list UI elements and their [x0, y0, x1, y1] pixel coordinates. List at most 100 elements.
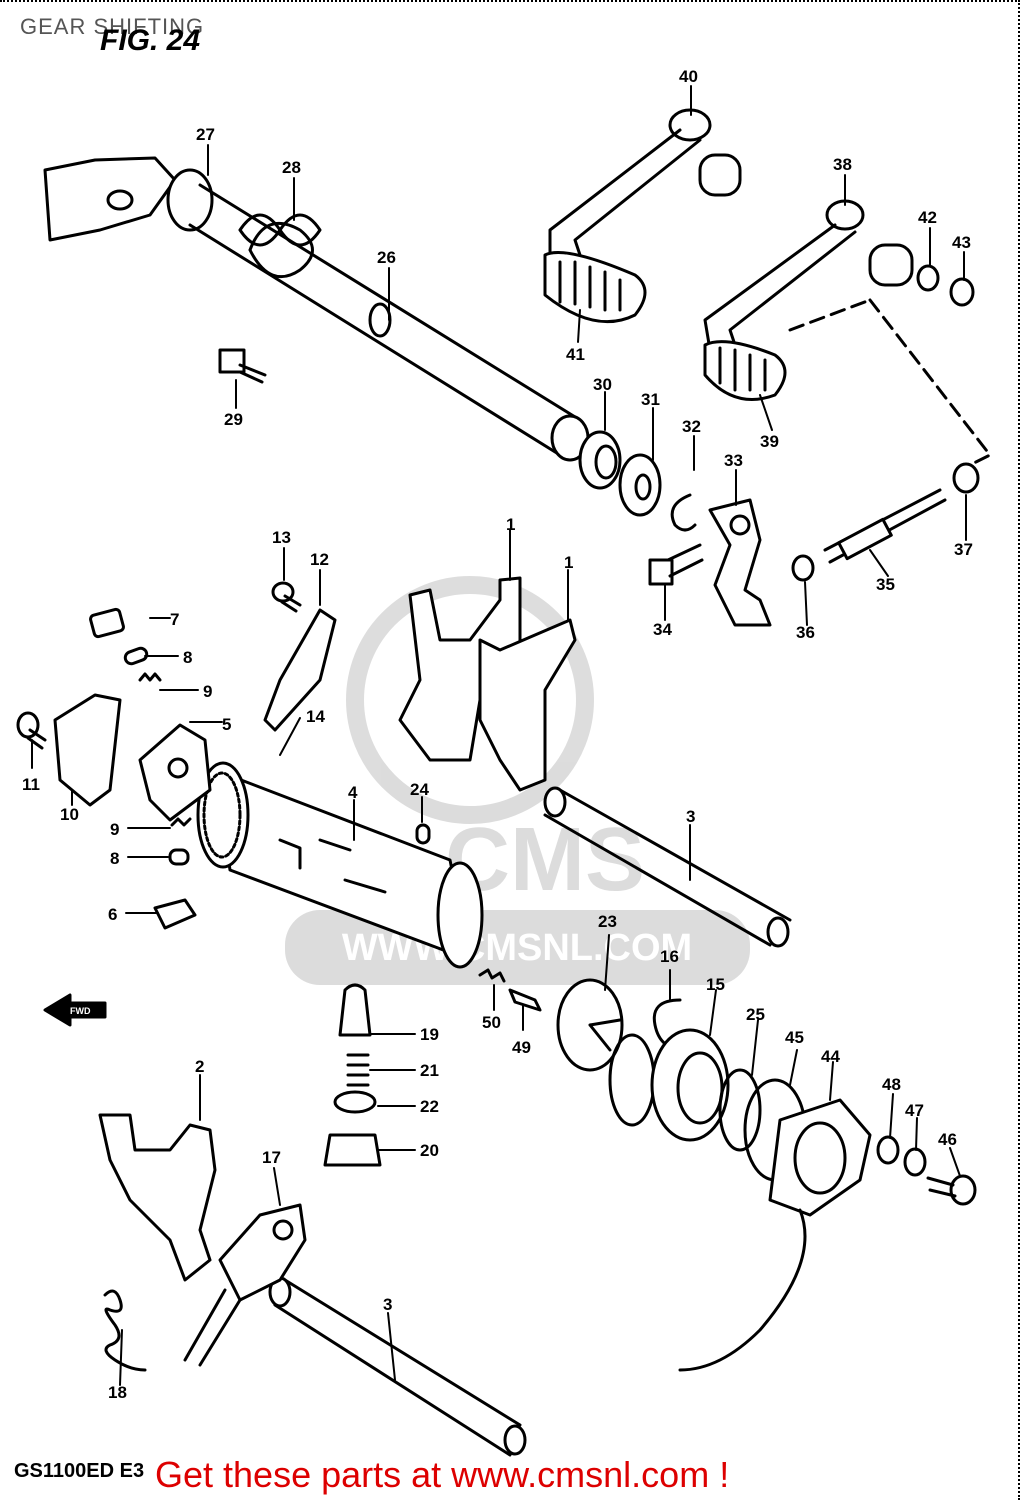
part-gearshift-cover-44 [678, 1098, 872, 1372]
callout-50: 50 [482, 1013, 501, 1032]
part-bolt-34 [648, 543, 704, 586]
callout-34: 34 [653, 620, 672, 639]
callout-32: 32 [682, 417, 701, 436]
part-shift-fork-shaft-lower [268, 1276, 527, 1457]
part-screw-13 [271, 581, 302, 613]
callout-47: 47 [905, 1101, 924, 1120]
part-pin-8-upper [123, 646, 149, 666]
part-gearshift-shaft [188, 183, 590, 462]
callout-7: 7 [170, 610, 179, 629]
callout-6: 6 [108, 905, 117, 924]
part-spring-9-upper [138, 672, 162, 682]
callout-27: 27 [196, 125, 215, 144]
part-bolt-46 [926, 1174, 977, 1206]
part-pin-49 [508, 988, 542, 1012]
callout-28: 28 [282, 158, 301, 177]
callout-40: 40 [679, 67, 698, 86]
callout-22: 22 [420, 1097, 439, 1116]
callout-29: 29 [224, 410, 243, 429]
part-bearing-retainer-23 [556, 978, 624, 1072]
part-tie-rod [823, 488, 947, 564]
callout-36: 36 [796, 623, 815, 642]
part-washer-48 [876, 1135, 900, 1165]
leader-lines [31, 85, 967, 1386]
part-washer-31 [618, 453, 662, 517]
callout-25: 25 [746, 1005, 765, 1024]
part-cam-plate [138, 723, 212, 822]
callout-1: 1 [506, 515, 515, 534]
callout-4: 4 [348, 783, 358, 802]
callout-38: 38 [833, 155, 852, 174]
callout-2: 2 [195, 1057, 204, 1076]
callout-21: 21 [420, 1061, 439, 1080]
part-shift-fork-lower [98, 1113, 217, 1282]
part-washer-42 [916, 264, 940, 292]
part-stopper-arm [183, 1203, 307, 1367]
part-neutral-switch-19 [338, 983, 372, 1037]
callout-41: 41 [566, 345, 585, 364]
callout-43: 43 [952, 233, 971, 252]
callout-13: 13 [272, 528, 291, 547]
part-washer-22 [333, 1090, 377, 1114]
callout-30: 30 [593, 375, 612, 394]
part-nut-37 [952, 462, 980, 494]
callout-42: 42 [918, 208, 937, 227]
part-gearshift-shaft-sector [43, 156, 214, 242]
part-guide-plate [53, 693, 122, 807]
callout-3b: 3 [383, 1295, 392, 1314]
callout-19: 19 [420, 1025, 439, 1044]
callout-18: 18 [108, 1383, 127, 1402]
page-title: GEAR SHIFTING [20, 14, 205, 39]
callout-12: 12 [310, 550, 329, 569]
part-oil-seal [578, 430, 622, 490]
part-spring-18 [103, 1289, 147, 1372]
callout-44: 44 [821, 1047, 840, 1066]
part-spring-21 [346, 1053, 370, 1087]
part-link-arm [708, 498, 772, 627]
callout-23: 23 [598, 912, 617, 931]
callout-8: 8 [183, 648, 192, 667]
part-bearing-15 [650, 1028, 730, 1142]
part-bolt-20 [323, 1133, 382, 1167]
callout-9b: 9 [110, 820, 119, 839]
part-bolt-11 [16, 711, 47, 750]
callout-1b: 1 [564, 553, 573, 572]
part-pawl-7 [89, 607, 125, 639]
watermark-subtext: WWW.CMSNL.COM [342, 927, 692, 969]
part-spring-9-lower [170, 817, 192, 827]
dotted-border-top [0, 0, 1020, 2]
callout-11: 11 [22, 775, 40, 794]
part-nut-43 [949, 277, 975, 307]
callout-17: 17 [262, 1148, 281, 1167]
part-return-spring [238, 213, 322, 279]
part-cam-driven-gear [202, 771, 242, 859]
part-pin-8-lower [168, 848, 190, 866]
part-pawl-plate [263, 608, 337, 732]
callout-labels: 1 1 2 3 3 4 5 6 7 8 8 9 9 10 11 12 13 14… [22, 67, 973, 1402]
callout-37: 37 [954, 540, 973, 559]
part-pin-24 [415, 823, 431, 845]
callout-3: 3 [686, 807, 695, 826]
part-pawl-6 [153, 898, 197, 930]
dotted-border-right [1018, 0, 1020, 1500]
callout-5: 5 [222, 715, 231, 734]
callout-33: 33 [724, 451, 743, 470]
callout-46: 46 [938, 1130, 957, 1149]
callout-20: 20 [420, 1141, 439, 1160]
callout-10: 10 [60, 805, 79, 824]
fwd-arrow-icon [43, 993, 107, 1027]
part-shift-fork-upper [398, 576, 577, 792]
callout-31: 31 [641, 390, 660, 409]
callout-49: 49 [512, 1038, 531, 1057]
part-spring-50 [478, 968, 506, 983]
part-circlip-ring [608, 1033, 656, 1127]
figure-label: FIG. 24 [100, 24, 201, 57]
part-gearshift-lever [543, 108, 742, 324]
callout-39: 39 [760, 432, 779, 451]
callout-45: 45 [785, 1028, 804, 1047]
cmsnl-parts-link[interactable]: Get these parts at www.cmsnl.com ! [155, 1454, 730, 1495]
fwd-label: FWD [70, 1006, 91, 1016]
callout-24: 24 [410, 780, 429, 799]
model-code: GS1100ED E3 [14, 1460, 145, 1482]
